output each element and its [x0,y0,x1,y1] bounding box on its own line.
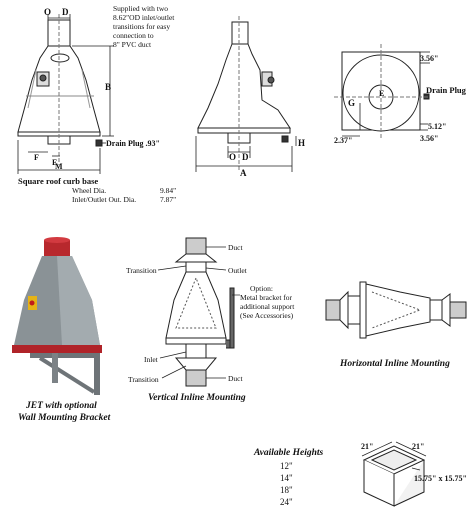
curb-dim-21-right: 21" [412,442,424,451]
plan-view [334,44,430,140]
vert-duct-bottom: Duct [228,374,243,383]
side-dim-h: H [298,138,305,148]
vert-outlet: Outlet [228,266,248,275]
side-dim-d: D [242,152,249,162]
curb-title: Available Heights [253,448,324,458]
front-dim-f: F [34,153,39,162]
front-view [17,14,103,165]
curb-height-14: 14" [280,473,293,483]
curb-dim-21-left: 21" [361,442,373,451]
option-line-1: Option: [250,284,273,293]
side-dim-o: O [229,152,236,162]
option-line-2: Metal bracket for [240,293,293,302]
plan-dim-g: G [348,98,355,108]
front-drain-plug: Drain Plug .93" [106,139,160,148]
photo-caption-1: JET with optional [25,401,97,411]
front-b-dimension [72,45,114,137]
vert-transition-top: Transition [126,266,157,275]
option-line-3: additional support [240,302,295,311]
plan-dim-e: E [379,89,384,98]
plan-dim-237: 2.37" [334,136,352,145]
wheel-dia-value: 9.84" [160,186,176,195]
vertical-leaders [157,246,240,379]
plan-dim-512: 5.12" [428,122,446,131]
side-view [197,16,291,170]
vertical-inline-drawing [165,237,235,387]
vertical-caption: Vertical Inline Mounting [148,393,246,403]
side-dim-a: A [240,168,247,178]
front-dim-d: D [62,7,69,17]
plan-dim-356-bottom: 3.56" [420,134,438,143]
supplied-note-5: 8" PVC duct [113,40,152,49]
supplied-note-4: connection to [113,31,154,40]
jet-photo [12,237,102,395]
plan-dimensions [341,51,430,137]
supplied-note-2: 8.62"OD inlet/outlet [113,13,175,22]
supplied-note-3: transitions for easy [113,22,170,31]
curb-height-12: 12" [280,461,293,471]
io-dia-label: Inlet/Outlet Out. Dia. [72,195,136,204]
front-fem-dimensions [17,140,101,174]
curb-height-18: 18" [280,485,293,495]
roof-curb-drawing [362,445,426,507]
curb-height-24: 24" [280,497,293,507]
plan-drain-plug: Drain Plug [426,85,467,95]
wheel-dia-label: Wheel Dia. [72,186,106,195]
front-dim-o: O [44,7,51,17]
front-dim-m: M [55,162,63,171]
io-dia-value: 7.87" [160,195,176,204]
front-od-dimension [47,14,71,22]
side-dimensions [195,136,297,172]
curb-dim-1575: 15.75" x 15.75" [414,474,467,483]
vert-transition-bottom: Transition [128,375,159,384]
horizontal-caption: Horizontal Inline Mounting [339,359,450,369]
front-dim-e: E [52,158,57,167]
supplied-note-1: Supplied with two [113,4,168,13]
vert-inlet: Inlet [144,355,159,364]
photo-caption-2: Wall Mounting Bracket [18,413,111,423]
horizontal-inline-drawing [325,281,467,339]
plan-dim-356-top: 3.56" [420,54,438,63]
front-dim-b: B [105,82,111,92]
curb-dim-lines [361,441,427,471]
curb-base-title: Square roof curb base [18,176,98,186]
option-line-4: (See Accessories) [240,311,294,320]
vert-duct-top: Duct [228,243,243,252]
